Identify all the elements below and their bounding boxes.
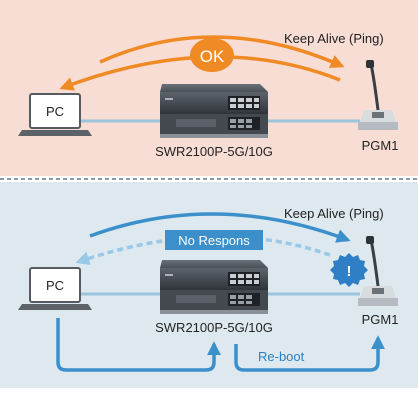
ok-status-badge: OK bbox=[190, 38, 234, 72]
reboot-label: Re-boot bbox=[258, 349, 305, 364]
no-response-text: No Respons bbox=[178, 233, 250, 248]
alert-symbol: ! bbox=[347, 263, 352, 280]
paging-microphone-icon bbox=[358, 236, 398, 306]
keep-alive-ping-label: Keep Alive (Ping) bbox=[284, 206, 384, 221]
pgm1-label: PGM1 bbox=[362, 312, 399, 327]
laptop-icon: PC bbox=[18, 93, 92, 136]
ok-status-text: OK bbox=[200, 47, 225, 66]
bottom-panel: Keep Alive (Ping) No Respons ! PC bbox=[0, 182, 418, 388]
ping-request-arrow bbox=[99, 35, 345, 68]
alert-icon: ! bbox=[330, 253, 368, 287]
laptop-icon: PC bbox=[18, 267, 92, 310]
switch-model-label: SWR2100P-5G/10G bbox=[155, 144, 273, 159]
pgm1-label: PGM1 bbox=[362, 138, 399, 153]
paging-microphone-icon bbox=[358, 60, 398, 130]
network-switch-icon bbox=[160, 84, 268, 138]
no-response-badge: No Respons bbox=[165, 230, 263, 250]
ping-request-arrow bbox=[89, 212, 351, 243]
top-panel: OK Keep Alive (Ping) PC bbox=[0, 0, 418, 176]
pc-label: PC bbox=[46, 278, 64, 293]
reboot-power-arrow bbox=[234, 335, 385, 372]
pc-label: PC bbox=[46, 104, 64, 119]
switch-model-label: SWR2100P-5G/10G bbox=[155, 320, 273, 335]
reboot-command-arrow bbox=[56, 318, 221, 372]
network-switch-icon bbox=[160, 260, 268, 314]
keep-alive-ping-label: Keep Alive (Ping) bbox=[284, 31, 384, 46]
